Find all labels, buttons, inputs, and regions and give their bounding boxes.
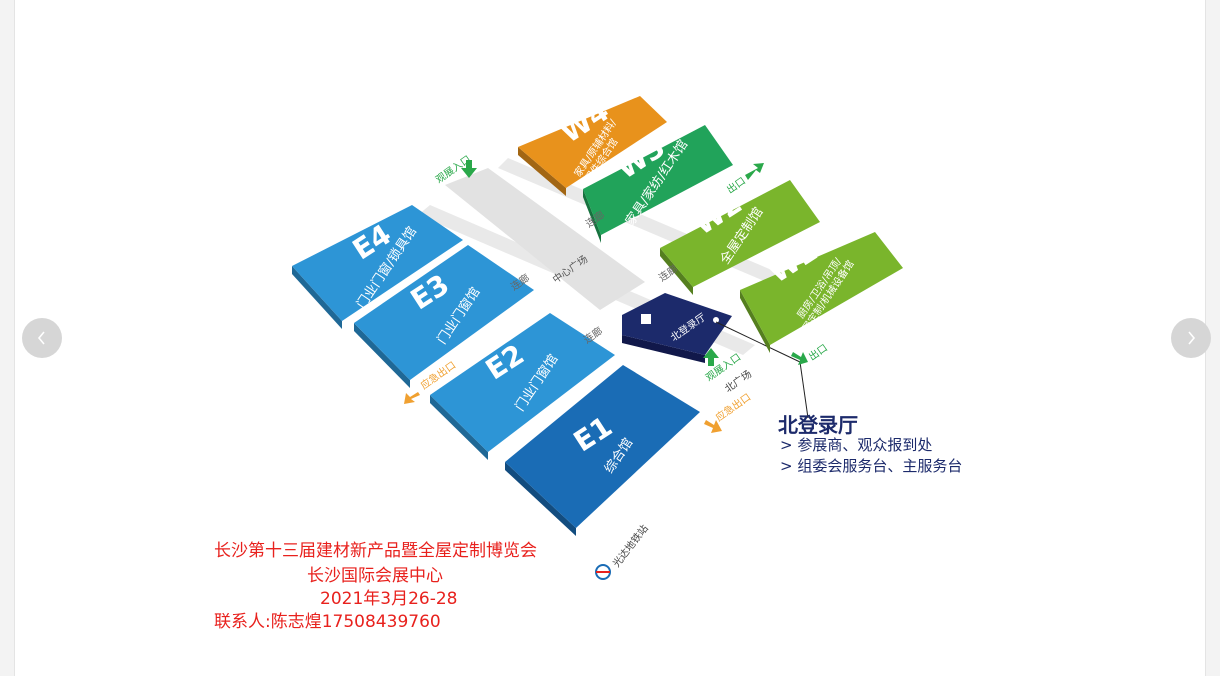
parking-icon bbox=[641, 314, 651, 324]
hall-w2-side bbox=[660, 248, 693, 295]
arrow-down-right-icon bbox=[704, 420, 722, 433]
chevron-left-icon bbox=[37, 331, 45, 345]
arrow-down-left-icon bbox=[404, 392, 420, 404]
prev-button[interactable] bbox=[22, 318, 62, 358]
hall-w1-side bbox=[740, 290, 770, 353]
arrow-up-right-icon bbox=[745, 163, 764, 180]
hall-w4-side bbox=[518, 147, 566, 196]
emergency-exit-right: 应急出口 bbox=[704, 390, 753, 433]
north-hall-side bbox=[622, 335, 705, 363]
event-venue: 长沙国际会展中心 bbox=[307, 566, 443, 586]
hall-e2-side bbox=[430, 395, 488, 460]
chevron-right-icon bbox=[1188, 331, 1196, 345]
metro-station: 光达地铁站 bbox=[595, 522, 651, 580]
central-plaza bbox=[445, 168, 645, 310]
location-pin-icon bbox=[711, 315, 721, 325]
arrow-down-right-icon bbox=[791, 352, 808, 365]
hall-e3-side bbox=[354, 323, 410, 388]
hall-w3-side bbox=[583, 189, 601, 243]
exit-label-bottom: 出口 bbox=[806, 341, 830, 363]
hall-w3-roof bbox=[583, 125, 733, 235]
pointer-line-down bbox=[799, 361, 809, 419]
hall-e2-roof bbox=[430, 313, 615, 452]
info-line-service: > 组委会服务台、主服务台 bbox=[780, 457, 963, 475]
north-hall-title: 北登录厅 bbox=[778, 413, 858, 437]
hall-w2-roof bbox=[660, 180, 820, 287]
pointer-line bbox=[715, 321, 801, 363]
hall-w1-roof bbox=[740, 232, 903, 345]
hall-e3-roof bbox=[354, 245, 534, 380]
hall-w4-roof bbox=[518, 96, 667, 188]
hall-e4-roof bbox=[292, 205, 463, 321]
exit-bottom: 出口 bbox=[791, 341, 830, 365]
exit-top: 出口 bbox=[724, 163, 764, 196]
left-edge bbox=[0, 0, 15, 676]
emergency-exit-label-right: 应急出口 bbox=[713, 390, 753, 424]
event-title: 长沙第十三届建材新产品暨全屋定制博览会 bbox=[214, 541, 537, 561]
hall-e1-roof bbox=[505, 365, 700, 528]
hall-e4-side bbox=[292, 266, 342, 329]
arrow-up-icon bbox=[703, 348, 719, 366]
arrow-down-icon bbox=[461, 160, 477, 178]
metro-label: 光达地铁站 bbox=[610, 522, 651, 569]
event-contact: 联系人:陈志煌17508439760 bbox=[214, 612, 441, 632]
event-date: 2021年3月26-28 bbox=[320, 589, 458, 609]
north-hall-block bbox=[622, 293, 732, 355]
info-line-registration: > 参展商、观众报到处 bbox=[780, 436, 933, 454]
hall-e1-side bbox=[505, 462, 576, 536]
next-button[interactable] bbox=[1171, 318, 1211, 358]
